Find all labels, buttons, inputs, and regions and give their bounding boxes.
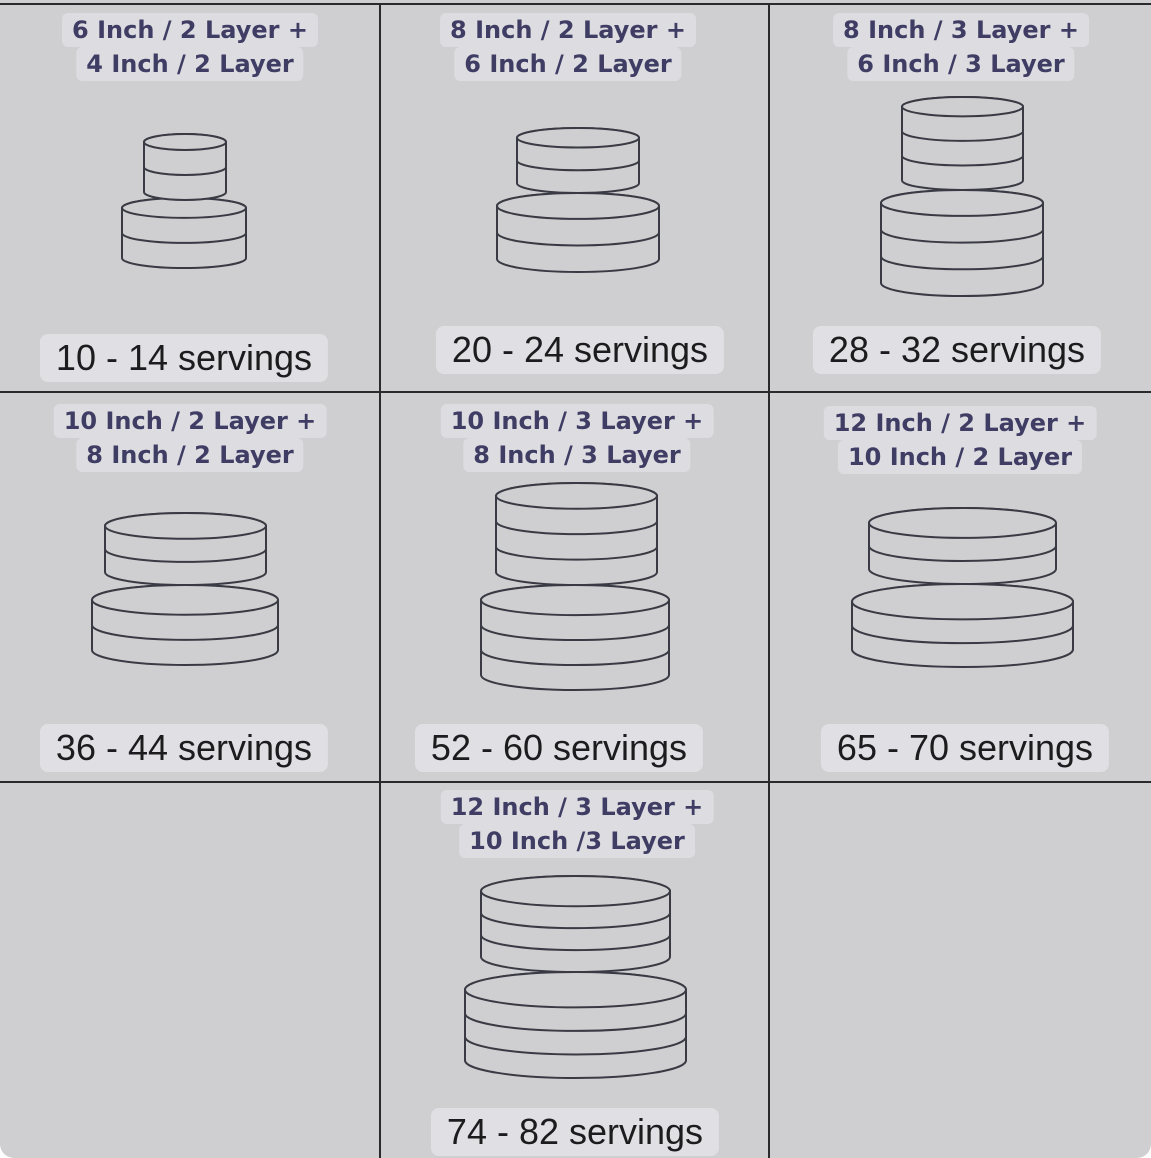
cake-tier [851,583,1074,668]
cake-tier [516,126,640,194]
cake-tier [480,584,670,691]
grid-line-h1 [0,391,1151,393]
two-tier-cake-icon [121,133,247,269]
servings-label: 20 - 24 servings [435,326,725,374]
tier-size-label-line-1: 12 Inch / 2 Layer + [823,406,1097,440]
empty-cell [0,783,379,1158]
cake-tier [143,133,227,201]
servings-label: 52 - 60 servings [414,724,704,772]
grid-line-h2 [0,781,1151,783]
cake-tier [91,584,279,666]
tier-size-label-line-1: 6 Inch / 2 Layer + [62,13,318,47]
cake-tier [496,192,660,273]
servings-label: 36 - 44 servings [39,724,329,772]
tier-size-label-line-2: 8 Inch / 3 Layer [463,438,691,472]
tier-size-label-line-1: 10 Inch / 2 Layer + [53,404,327,438]
tier-size-label-line-2: 4 Inch / 2 Layer [76,47,304,81]
two-tier-cake-icon [91,512,279,666]
grid-line-v1 [379,3,381,1158]
cake-tier [480,875,671,973]
servings-label: 10 - 14 servings [39,334,329,382]
cake-tier [495,482,658,586]
cake-tier [868,507,1057,585]
tier-size-label-line-2: 6 Inch / 3 Layer [847,47,1075,81]
tier-size-label-line-2: 8 Inch / 2 Layer [76,438,304,472]
tier-size-label-line-2: 10 Inch /3 Layer [459,824,695,858]
cake-tier [121,197,247,269]
tier-size-label-line-2: 6 Inch / 2 Layer [454,47,682,81]
tier-size-label-line-2: 10 Inch / 2 Layer [837,440,1083,474]
tier-size-label-line-1: 8 Inch / 3 Layer + [833,13,1089,47]
two-tier-cake-icon [480,482,670,691]
empty-cell [770,783,1151,1158]
two-tier-cake-icon [880,96,1044,297]
two-tier-cake-icon [496,126,660,273]
tier-size-label-line-1: 8 Inch / 2 Layer + [440,13,696,47]
grid-line-v2 [768,3,770,1158]
tier-size-label-line-1: 12 Inch / 3 Layer + [440,790,714,824]
two-tier-cake-icon [851,507,1074,668]
cake-tier [880,189,1044,297]
servings-label: 28 - 32 servings [812,326,1102,374]
grid-line-top [0,3,1151,5]
cake-tier [901,96,1024,191]
cake-tier [104,512,267,586]
servings-label: 65 - 70 servings [820,724,1110,772]
servings-label: 74 - 82 servings [430,1108,720,1156]
tier-size-label-line-1: 10 Inch / 3 Layer + [440,404,714,438]
cake-tier [464,971,687,1079]
